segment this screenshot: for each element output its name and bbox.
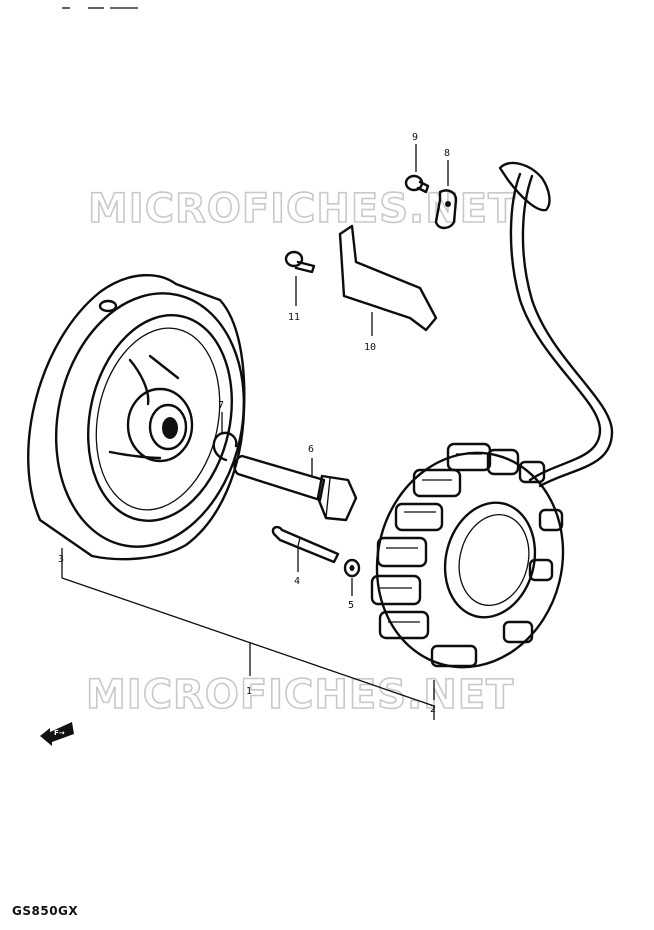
rotor-bolt (233, 454, 358, 522)
watermark-bottom: MICROFICHES.NET (86, 672, 514, 718)
screw-11 (284, 250, 316, 274)
callout-8: 8 (444, 148, 450, 159)
callout-9: 9 (412, 132, 418, 143)
callout-labels: 9 8 11 10 7 6 3 4 5 1 2 (58, 132, 450, 715)
rotor-flywheel (27, 274, 246, 561)
circlip (212, 431, 238, 462)
wire-clamp-plate (338, 224, 438, 332)
wire-harness (498, 161, 614, 488)
callout-2: 2 (430, 704, 436, 715)
stator (370, 442, 565, 669)
forward-arrow-icon: F→ (40, 722, 74, 746)
callout-5: 5 (348, 600, 354, 611)
screw-9 (404, 174, 430, 194)
callout-11: 11 (288, 312, 300, 323)
callout-10: 10 (364, 342, 376, 353)
callout-4: 4 (294, 576, 300, 587)
watermark-top: MICROFICHES.NET (88, 186, 516, 232)
stator-screw (271, 525, 340, 564)
callout-1: 1 (246, 686, 252, 697)
washer (343, 558, 361, 578)
model-code: GS850GX (12, 904, 79, 918)
leader-lines (61, 144, 449, 720)
callout-3: 3 (58, 554, 64, 565)
clamp (434, 189, 458, 230)
forward-label: F→ (54, 729, 65, 737)
callout-7: 7 (218, 400, 224, 411)
callout-6: 6 (308, 444, 314, 455)
